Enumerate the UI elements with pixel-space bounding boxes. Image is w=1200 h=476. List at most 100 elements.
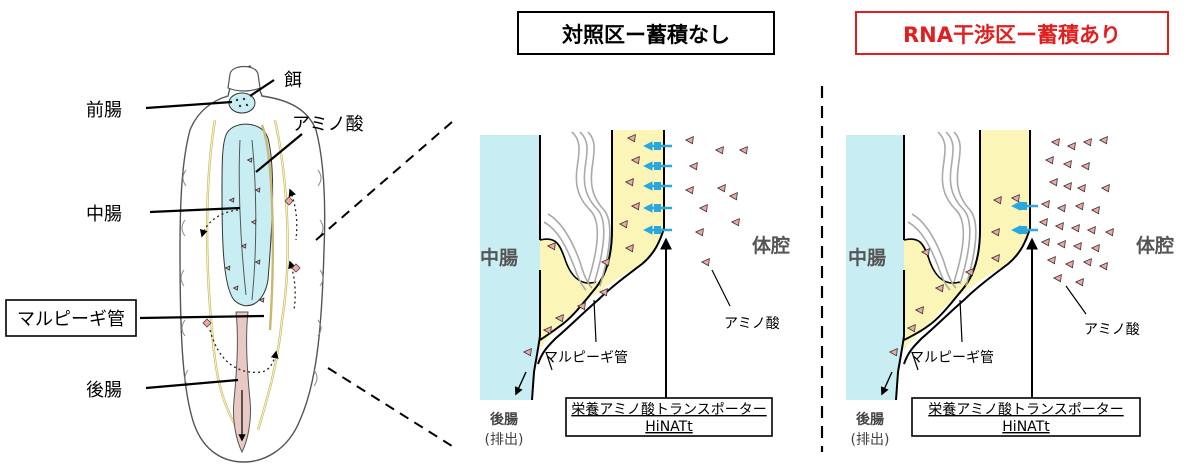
rnai-excretion-label: (排出) [851, 432, 890, 448]
zoom-line-upper [315, 121, 453, 241]
control-midgut-strip [480, 135, 540, 400]
label-hindgut: 後腸 [86, 380, 122, 401]
malpighian-label-box [5, 299, 137, 337]
amino-acid-marker [684, 135, 694, 145]
amino-acid-marker [1038, 217, 1048, 227]
amino-acid-marker [522, 347, 532, 357]
amino-acid-marker [1090, 243, 1100, 253]
amino-acid-marker [250, 219, 257, 225]
amino-acid-marker [258, 297, 265, 303]
rnai-midgut-strip [846, 135, 904, 400]
rnai-amino-label: アミノ酸 [1084, 322, 1140, 338]
amino-acid-marker [1080, 161, 1090, 171]
amino-acid-marker [1052, 273, 1062, 283]
larva-amino-acids [224, 157, 265, 303]
amino-acid-marker [1082, 257, 1092, 267]
amino-acid-marker [992, 195, 1002, 205]
amino-acid-marker [1070, 223, 1080, 233]
amino-acid-marker [688, 161, 698, 171]
midgut-shape [221, 123, 274, 307]
control-title-box [517, 11, 775, 55]
amino-acid-marker [1040, 199, 1050, 209]
amino-acid-marker [1086, 225, 1096, 235]
rnai-transporter-box [911, 397, 1141, 437]
amino-acid-marker [576, 301, 586, 311]
amino-acid-marker [254, 259, 261, 265]
amino-acid-marker [626, 133, 636, 143]
amino-acid-marker [228, 197, 235, 203]
label-midgut: 中腸 [86, 204, 122, 225]
rnai-hindgut-label: 後腸 [856, 411, 884, 428]
transporter-marker [654, 182, 661, 190]
amino-acid-marker [730, 217, 740, 227]
amino-acid-marker [1010, 193, 1020, 203]
amino-acid-marker [240, 243, 247, 249]
amino-acid-marker [714, 145, 724, 155]
amino-acid-marker [694, 227, 704, 237]
amino-acid-marker [716, 183, 726, 193]
amino-acid-marker [1090, 205, 1100, 215]
amino-acid-marker [546, 241, 556, 251]
amino-acid-marker [600, 257, 610, 267]
amino-acid-marker [684, 185, 694, 195]
control-transporter-line1: 栄養アミノ酸トランスポーター [571, 401, 766, 418]
rnai-malpighian-label: マルピーギ管 [910, 350, 994, 366]
amino-acid-marker [1040, 237, 1050, 247]
amino-acid-marker [1066, 141, 1076, 151]
amino-acid-marker [618, 219, 628, 229]
amino-acid-marker [990, 253, 1000, 263]
control-transport-arrows [643, 141, 672, 235]
amino-acid-marker [554, 313, 564, 323]
control-midgut-label: 中腸 [480, 246, 518, 269]
amino-acid-marker [1064, 259, 1074, 269]
transporter-marker [1020, 202, 1027, 210]
rnai-transport-arrows [1011, 201, 1038, 235]
amino-acid-marker [698, 203, 708, 213]
amino-acid-marker [906, 323, 916, 333]
amino-acid-marker [1076, 183, 1086, 193]
amino-acid-marker [1048, 177, 1058, 187]
amino-acid-marker [630, 155, 640, 165]
amino-acid-marker [700, 257, 710, 267]
amino-acid-marker [246, 157, 253, 163]
control-amino-label: アミノ酸 [724, 316, 780, 332]
amino-acid-marker [1056, 203, 1066, 213]
amino-acid-marker [624, 243, 634, 253]
amino-acid-marker [888, 347, 898, 357]
amino-acid-marker [232, 285, 239, 291]
rnai-transporter-line2: HiNATt [1002, 419, 1050, 435]
rnai-transporter-line1: 栄養アミノ酸トランスポーター [928, 401, 1123, 418]
amino-acid-marker [630, 201, 640, 211]
amino-acid-marker [1072, 241, 1082, 251]
rnai-malpighian [904, 130, 1030, 352]
amino-acid-marker [1098, 135, 1108, 145]
label-foregut: 前腸 [86, 100, 122, 121]
control-zoom-diagram [480, 130, 748, 401]
amino-acid-marker [914, 305, 924, 315]
control-body-cavity-label: 体腔 [752, 234, 790, 257]
amino-acid-marker [1074, 277, 1084, 287]
rnai-midgut-label: 中腸 [848, 246, 886, 269]
amino-acid-marker [1050, 137, 1060, 147]
rnai-zoom-diagram [846, 130, 1114, 401]
amino-acid-marker [1062, 159, 1072, 169]
amino-acid-marker [224, 265, 231, 271]
rnai-title: RNA干渉区ー蓄積あり [903, 23, 1121, 47]
rnai-amino-acids [888, 135, 1114, 357]
label-malpighian-larva: マルピーギ管 [17, 309, 125, 330]
amino-acid-marker [738, 145, 748, 155]
amino-acid-marker [1044, 155, 1054, 165]
control-transporter-line2: HiNATt [645, 419, 693, 435]
label-amino-acid-larva: アミノ酸 [292, 114, 364, 135]
transporter-marker [1020, 226, 1027, 234]
amino-acid-marker [624, 177, 634, 187]
transporter-marker [654, 142, 661, 150]
amino-acid-marker [542, 325, 552, 335]
label-feed: 餌 [284, 70, 302, 91]
hindgut-shape [233, 311, 251, 454]
transporter-marker [654, 226, 661, 234]
amino-acid-marker [920, 247, 930, 257]
amino-acid-marker [1100, 183, 1110, 193]
amino-acid-marker [990, 227, 1000, 237]
